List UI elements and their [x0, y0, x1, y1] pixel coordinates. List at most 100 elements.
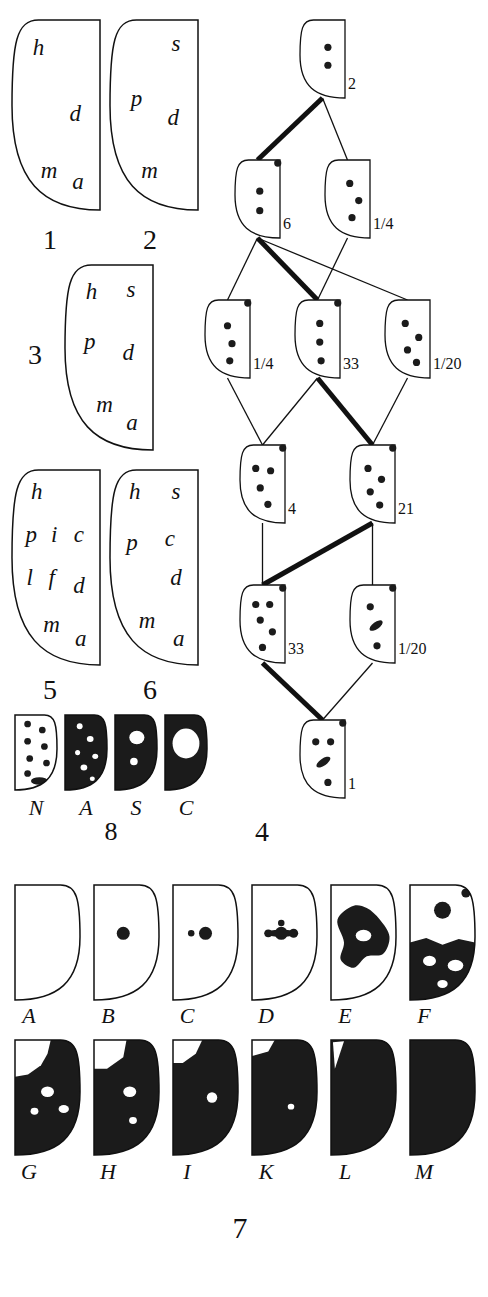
figure-number: 1 — [43, 224, 57, 255]
frequency-number: 33 — [343, 355, 359, 372]
panel-letter: B — [101, 1003, 114, 1028]
spot-letter: p — [126, 530, 138, 555]
lattice-line — [228, 238, 258, 300]
spot-letter: m — [43, 612, 60, 637]
elytron-figure — [171, 883, 240, 1002]
elytron-figure — [408, 883, 477, 1002]
panel-letter: I — [183, 1159, 190, 1184]
lattice-line — [318, 238, 348, 300]
spot-letter: d — [170, 566, 182, 591]
spot-letter: m — [41, 158, 58, 183]
spot-letter: a — [173, 626, 185, 651]
figure-number: 5 — [43, 674, 57, 705]
elytron-pattern: 1/4 — [205, 300, 250, 378]
panel-letter: C — [180, 1003, 195, 1028]
figure-number: 4 — [255, 816, 269, 847]
elytron-outline — [300, 720, 345, 798]
elytron-figure — [329, 883, 398, 1002]
elytron-outline — [300, 20, 345, 98]
panel-letter: A — [22, 1003, 35, 1028]
figure-number: 2 — [143, 224, 157, 255]
elytron-pattern: 33 — [240, 585, 285, 663]
elytron-figure — [408, 1038, 477, 1157]
panel-letter: K — [259, 1159, 274, 1184]
elytron-outline — [295, 300, 340, 378]
lattice-line — [263, 378, 318, 445]
elytron-diagram: hdma — [12, 20, 100, 210]
lattice-line — [258, 98, 323, 160]
elytron-figure — [13, 1038, 82, 1157]
lattice-line — [323, 98, 348, 160]
panel-letter: M — [415, 1159, 433, 1184]
elytron-pattern: 4 — [240, 445, 285, 523]
elytron-figure — [171, 1038, 240, 1157]
spot-letter: h — [129, 480, 141, 505]
elytron-figure — [13, 883, 82, 1002]
figure-number: 3 — [28, 339, 42, 370]
elytron-figure — [92, 883, 161, 1002]
spot-letter: i — [51, 523, 57, 548]
frequency-number: 21 — [398, 500, 414, 517]
lattice-line — [258, 238, 318, 300]
spot-letter: s — [172, 31, 181, 56]
frequency-number: 1 — [348, 775, 356, 792]
frequency-number: 1/20 — [398, 640, 426, 657]
spot-letter: m — [139, 608, 156, 633]
panel-letter: F — [417, 1003, 430, 1028]
spot-letter: f — [48, 566, 54, 591]
frequency-number: 1/4 — [253, 355, 273, 372]
lattice-line — [318, 378, 373, 445]
elytron-figure — [250, 883, 319, 1002]
spot-letter: c — [74, 523, 84, 548]
lattice-line — [228, 378, 263, 445]
elytron-pattern: 1/4 — [325, 160, 370, 238]
elytron-figure — [329, 1038, 398, 1157]
spot-letter: s — [127, 277, 136, 302]
spot-letter: h — [86, 279, 98, 304]
panel-letter: A — [79, 795, 92, 820]
lattice-line — [323, 663, 373, 720]
elytron-figure — [92, 1038, 161, 1157]
elytron-pattern: 1/20 — [385, 300, 430, 378]
elytron-diagram: hspcdma — [110, 470, 198, 665]
figure-number: 6 — [143, 674, 157, 705]
spot-letter: d — [123, 340, 135, 365]
panel-letter: C — [179, 795, 194, 820]
elytron-figure — [63, 713, 109, 792]
elytron-outline — [325, 160, 370, 238]
spot-letter: a — [75, 626, 87, 651]
frequency-number: 6 — [283, 215, 291, 232]
spot-letter: p — [84, 329, 96, 354]
elytron-outline — [235, 160, 280, 238]
panel-letter: S — [131, 795, 142, 820]
panel-letter: D — [258, 1003, 274, 1028]
elytron-outline — [65, 265, 153, 450]
spot-letter: h — [31, 480, 43, 505]
elytron-pattern: 33 — [295, 300, 340, 378]
spot-letter: l — [26, 566, 32, 591]
spot-letter: s — [172, 480, 181, 505]
elytron-pattern: 21 — [350, 445, 395, 523]
figure-number: 7 — [233, 1211, 248, 1244]
elytron-diagram: hspdma — [65, 265, 153, 450]
elytron-outline — [350, 585, 395, 663]
elytron-figure — [113, 713, 159, 792]
elytron-figure — [163, 713, 209, 792]
elytron-outline — [205, 300, 250, 378]
elytron-pattern: 2 — [300, 20, 345, 98]
panel-letter: G — [21, 1159, 37, 1184]
elytron-pattern: 6 — [235, 160, 280, 238]
spot-letter: m — [141, 158, 158, 183]
figure-number: 8 — [105, 817, 118, 846]
elytron-outline — [385, 300, 430, 378]
lattice-line — [258, 238, 408, 300]
lattice-line — [373, 378, 408, 445]
panel-letter: L — [339, 1159, 351, 1184]
spot-letter: d — [70, 101, 82, 126]
elytron-diagram: spdm — [110, 20, 198, 210]
panel-letter: N — [29, 795, 44, 820]
spot-letter: a — [126, 410, 138, 435]
spot-letter: p — [26, 523, 38, 548]
elytron-outline — [240, 585, 285, 663]
spot-letter: h — [33, 35, 45, 60]
